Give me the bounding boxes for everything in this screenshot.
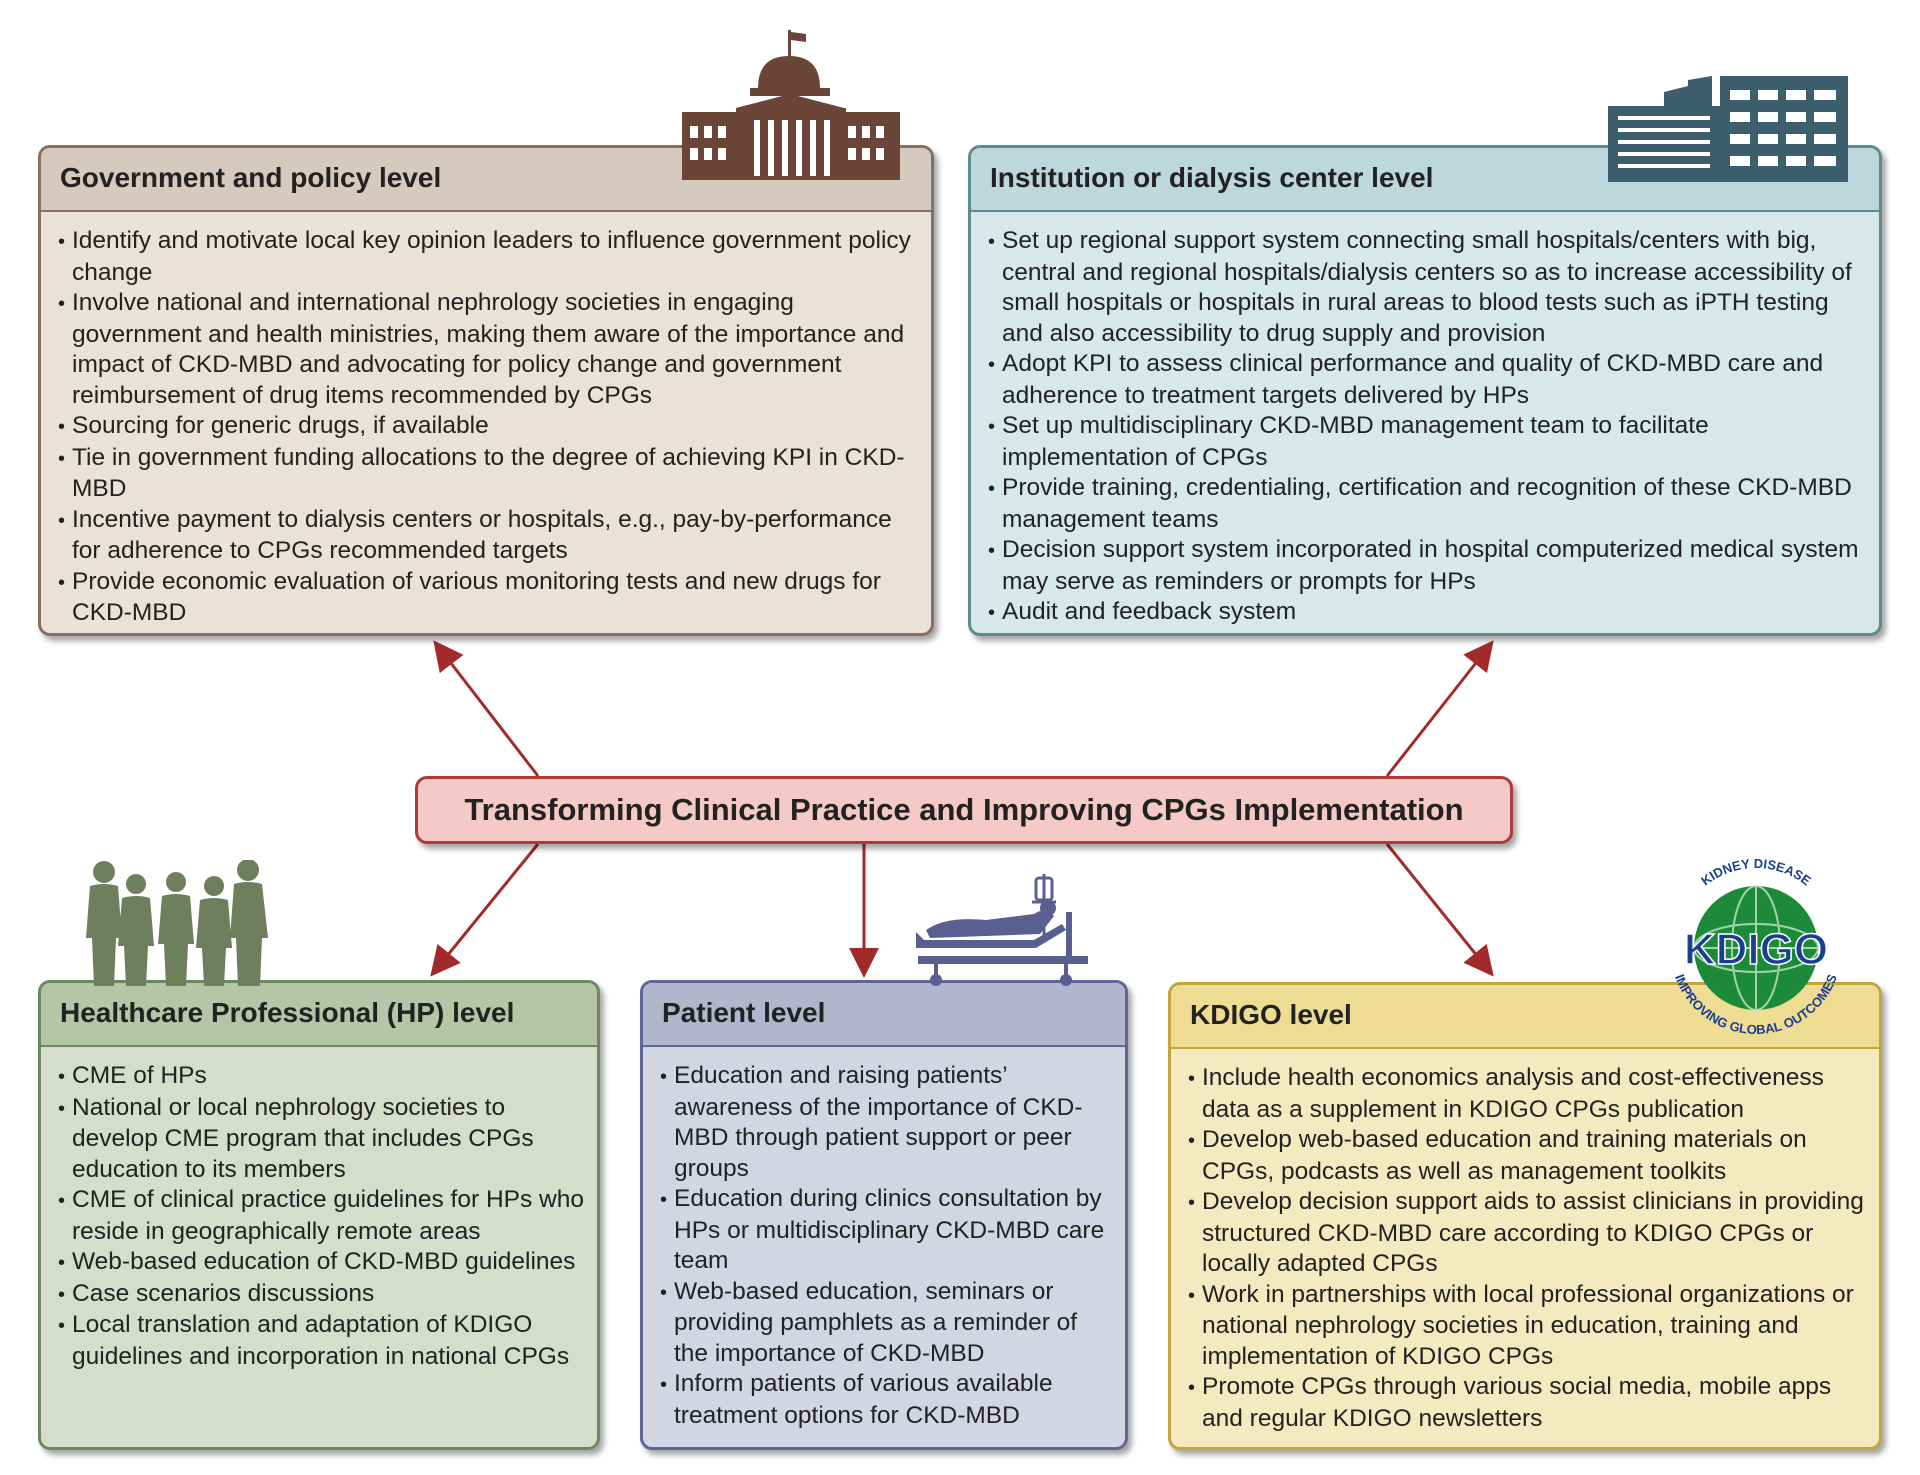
list-item: CME of HPs <box>58 1061 587 1093</box>
list-item: Tie in government funding allocations to… <box>58 443 921 505</box>
list-item: Web-based education of CKD-MBD guideline… <box>58 1247 587 1279</box>
list-item: Promote CPGs through various social medi… <box>1188 1372 1869 1434</box>
arrow-to-kdigo <box>1385 843 1494 977</box>
list-item: Web-based education, seminars or providi… <box>660 1277 1115 1370</box>
list-item: Case scenarios discussions <box>58 1279 587 1311</box>
list-item: Decision support system incorporated in … <box>988 535 1869 597</box>
list-item: Develop decision support aids to assist … <box>1188 1187 1869 1280</box>
list-item: Education and raising patients’ awarenes… <box>660 1061 1115 1184</box>
list-item: Develop web-based education and training… <box>1188 1125 1869 1187</box>
government-list: Identify and motivate local key opinion … <box>41 212 931 629</box>
list-item: Set up multidisciplinary CKD-MBD managem… <box>988 411 1869 473</box>
arrow-to-healthcare <box>430 843 540 977</box>
patient-list: Education and raising patients’ awarenes… <box>643 1047 1125 1431</box>
healthcare-box-title: Healthcare Professional (HP) level <box>41 983 597 1047</box>
list-item: Audit and feedback system <box>988 597 1869 629</box>
list-item: Involve national and international nephr… <box>58 288 921 411</box>
hospital-building-icon <box>1608 76 1848 182</box>
list-item: Include health economics analysis and co… <box>1188 1063 1869 1125</box>
list-item: Incentive payment to dialysis centers or… <box>58 505 921 567</box>
kdigo-logo-icon: KDIGO KIDNEY DISEASE IMPROVING GLOBAL OU… <box>1672 856 1840 1037</box>
arrow-to-institution <box>1385 640 1494 777</box>
institution-list: Set up regional support system connectin… <box>971 212 1879 629</box>
patient-box-title: Patient level <box>643 983 1125 1047</box>
hospital-bed-icon <box>916 874 1088 986</box>
people-group-icon <box>86 860 268 986</box>
arrow-to-government <box>433 640 540 777</box>
government-building-icon <box>682 30 900 180</box>
healthcare-professional-box: Healthcare Professional (HP) level CME o… <box>38 980 600 1450</box>
list-item: Inform patients of various available tre… <box>660 1369 1115 1431</box>
kdigo-box: KDIGO level Include health economics ana… <box>1168 982 1882 1450</box>
healthcare-list: CME of HPs National or local nephrology … <box>41 1047 597 1372</box>
list-item: Provide training, credentialing, certifi… <box>988 473 1869 535</box>
list-item: Work in partnerships with local professi… <box>1188 1280 1869 1373</box>
list-item: Sourcing for generic drugs, if available <box>58 411 921 443</box>
kdigo-box-title: KDIGO level <box>1171 985 1879 1049</box>
government-policy-box: Government and policy level Identify and… <box>38 145 934 636</box>
list-item: Provide economic evaluation of various m… <box>58 567 921 629</box>
list-item: Set up regional support system connectin… <box>988 226 1869 349</box>
institution-dialysis-box: Institution or dialysis center level Set… <box>968 145 1882 636</box>
kdigo-list: Include health economics analysis and co… <box>1171 1049 1879 1434</box>
list-item: National or local nephrology societies t… <box>58 1093 587 1186</box>
list-item: CME of clinical practice guidelines for … <box>58 1185 587 1247</box>
list-item: Adopt KPI to assess clinical performance… <box>988 349 1869 411</box>
government-box-title: Government and policy level <box>41 148 931 212</box>
patient-box: Patient level Education and raising pati… <box>640 980 1128 1450</box>
svg-text:KIDNEY DISEASE: KIDNEY DISEASE <box>1698 856 1814 889</box>
list-item: Local translation and adaptation of KDIG… <box>58 1310 587 1372</box>
central-goal-box: Transforming Clinical Practice and Impro… <box>415 776 1513 844</box>
kdigo-logo-top-text: KIDNEY DISEASE <box>1698 856 1814 889</box>
list-item: Identify and motivate local key opinion … <box>58 226 921 288</box>
list-item: Education during clinics consultation by… <box>660 1184 1115 1277</box>
kdigo-logo-mark: KDIGO <box>1684 925 1828 974</box>
